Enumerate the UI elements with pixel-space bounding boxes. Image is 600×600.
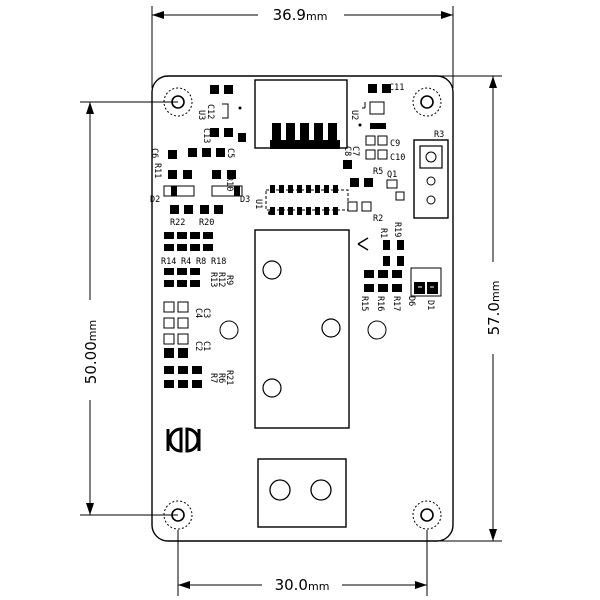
screw-terminal [257,458,347,528]
ref-r15: R15 [359,296,369,311]
brand-logo [166,427,201,453]
ref-c7: C7 [350,146,360,156]
ref-r21: R21 [224,370,234,385]
ref-c3: C3 [201,308,211,318]
ref-u1: U1 [253,199,263,209]
potentiometer-r3 [413,139,449,219]
mounting-hole-top-left [163,87,193,117]
ref-r2: R2 [373,214,383,224]
ref-c12: C12 [205,104,215,119]
ref-c11: C11 [389,83,404,93]
top-width-dimension: 36.9mm [151,4,454,88]
board-outline [151,75,454,542]
ref-d3: D3 [240,195,250,205]
bottom-width-label: 30.0mm [275,576,330,594]
ref-r6: R6 [216,373,226,383]
ref-r19: R19 [392,222,402,237]
left-height-unit: mm [86,320,99,341]
ref-c2: C2 [193,341,203,351]
right-height-unit: mm [489,281,502,302]
ref-c4: C4 [193,308,203,318]
ref-c5: C5 [225,148,235,158]
ref-r16: R16 [375,296,385,311]
led-block [410,267,442,297]
ref-r22: R22 [170,218,185,228]
ref-u2: U2 [349,110,359,120]
right-height-value: 57.0 [485,302,503,335]
left-height-dimension: 50.00mm [80,101,178,516]
u2-outline [362,102,366,109]
ref-c9: C9 [390,139,400,149]
ref-r5: R5 [373,167,383,177]
u3-outline [222,103,229,119]
ref-u3: U3 [196,110,206,120]
ref-r14: R14 [161,257,176,267]
ref-r8: R8 [196,257,206,267]
top-width-value: 36.9 [273,6,306,24]
ref-d2: D2 [150,195,160,205]
ref-r20: R20 [199,218,214,228]
ref-c10: C10 [390,153,405,163]
ic-u1 [265,185,349,215]
mounting-hole-bottom-right [412,500,442,530]
mounting-hole-top-right [412,87,442,117]
usb-connector [254,79,348,149]
designator-labels: C12 U3 C13 C11 U2 C9 C10 R3 C6 C5 C8 C7 … [149,83,444,385]
ref-d6: D6 [406,296,416,306]
ref-r1: R1 [378,228,388,238]
ref-r18: R18 [211,257,226,267]
ref-c13: C13 [201,128,211,143]
ref-r12: R12 [216,272,226,287]
bottom-width-value: 30.0 [275,576,308,594]
top-width-unit: mm [306,10,327,23]
bottom-width-dimension: 30.0mm [177,530,428,596]
mounting-hole-bottom-left [163,500,193,530]
ref-c1: C1 [201,341,211,351]
ref-r7: R7 [208,373,218,383]
relay [254,229,369,429]
ref-r4: R4 [181,257,191,267]
left-height-label: 50.00mm [82,320,100,384]
left-height-value: 50.00 [82,341,100,384]
ref-r17: R17 [391,296,401,311]
bottom-width-unit: mm [308,580,329,593]
ref-q1: Q1 [387,170,397,180]
via-hole-left [219,320,239,340]
smd-pads [163,84,405,388]
ref-r9: R9 [224,275,234,285]
ref-c6: C6 [149,148,159,158]
right-height-dimension: 57.0mm [430,75,503,542]
ref-r13: R13 [208,272,218,287]
right-height-label: 57.0mm [485,281,503,336]
ref-r10: R10 [224,176,234,191]
ref-r11: R11 [152,163,162,178]
via-hole-right [367,320,387,340]
top-width-label: 36.9mm [273,6,328,24]
ref-r3: R3 [434,130,444,140]
ref-d1: D1 [425,300,435,310]
ref-c8: C8 [342,146,352,156]
